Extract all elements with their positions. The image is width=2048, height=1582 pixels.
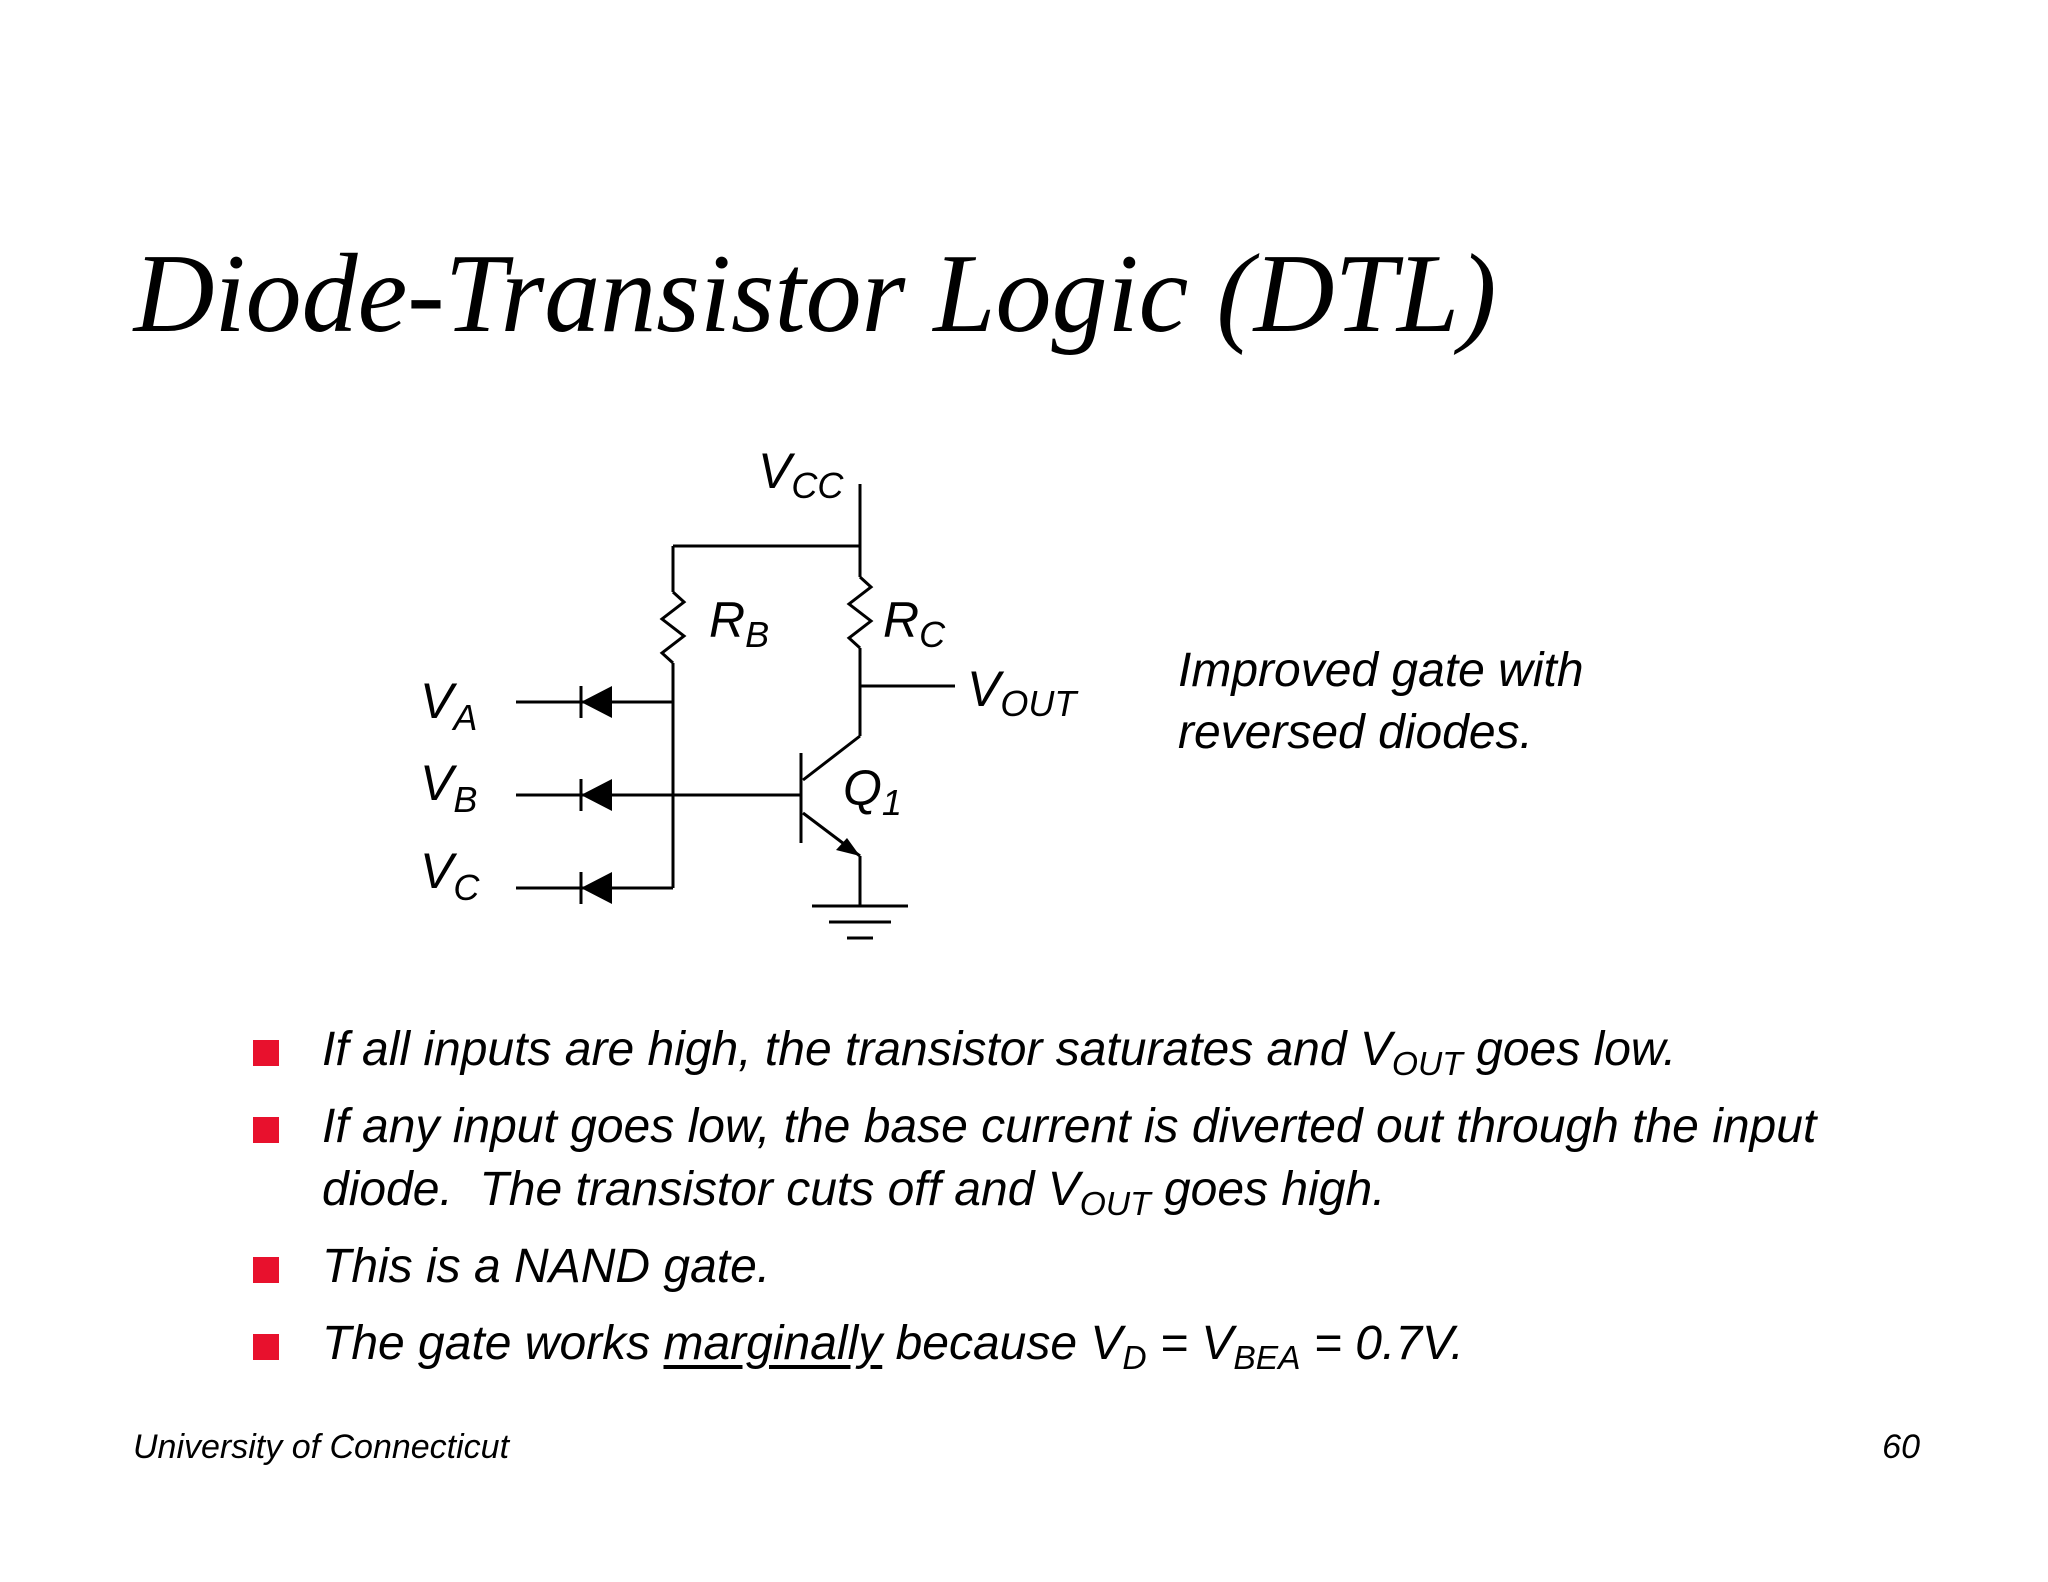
resistor-rc bbox=[846, 575, 874, 650]
bullet-list: If all inputs are high, the transistor s… bbox=[245, 1018, 1945, 1389]
label-vcc: VCC bbox=[758, 443, 844, 506]
slide-title: Diode-Transistor Logic (DTL) bbox=[133, 232, 1497, 356]
bullet-square-icon bbox=[253, 1257, 279, 1283]
label-vc: VC bbox=[420, 843, 480, 908]
label-vb: VB bbox=[420, 755, 477, 820]
label-rc: RC bbox=[883, 592, 946, 655]
label-rb: RB bbox=[709, 592, 769, 655]
bullet-item: The gate works marginally because VD = V… bbox=[245, 1312, 1945, 1375]
resistor-rb bbox=[659, 590, 687, 665]
diode-c-icon bbox=[581, 872, 612, 904]
note-line-2: reversed diodes. bbox=[1178, 706, 1533, 759]
label-q1: Q1 bbox=[843, 760, 902, 823]
label-vout: VOUT bbox=[967, 661, 1079, 724]
collector-lead bbox=[802, 734, 861, 782]
underlined-word: marginally bbox=[663, 1317, 883, 1370]
note-line-1: Improved gate with bbox=[1178, 644, 1584, 697]
diode-b-icon bbox=[581, 779, 612, 811]
label-va: VA bbox=[420, 673, 477, 738]
emitter-arrow-icon bbox=[836, 838, 860, 856]
bullet-square-icon bbox=[253, 1117, 279, 1143]
bullet-item: If all inputs are high, the transistor s… bbox=[245, 1018, 1945, 1081]
bullet-item: If any input goes low, the base current … bbox=[245, 1095, 1945, 1221]
bullet-square-icon bbox=[253, 1334, 279, 1360]
diagram-note: Improved gate with reversed diodes. bbox=[1178, 640, 1584, 764]
bullet-square-icon bbox=[253, 1040, 279, 1066]
footer-institution: University of Connecticut bbox=[133, 1428, 510, 1466]
bullet-item: This is a NAND gate. bbox=[245, 1235, 1945, 1298]
diode-a-icon bbox=[581, 686, 612, 718]
page-number: 60 bbox=[1882, 1428, 1920, 1466]
